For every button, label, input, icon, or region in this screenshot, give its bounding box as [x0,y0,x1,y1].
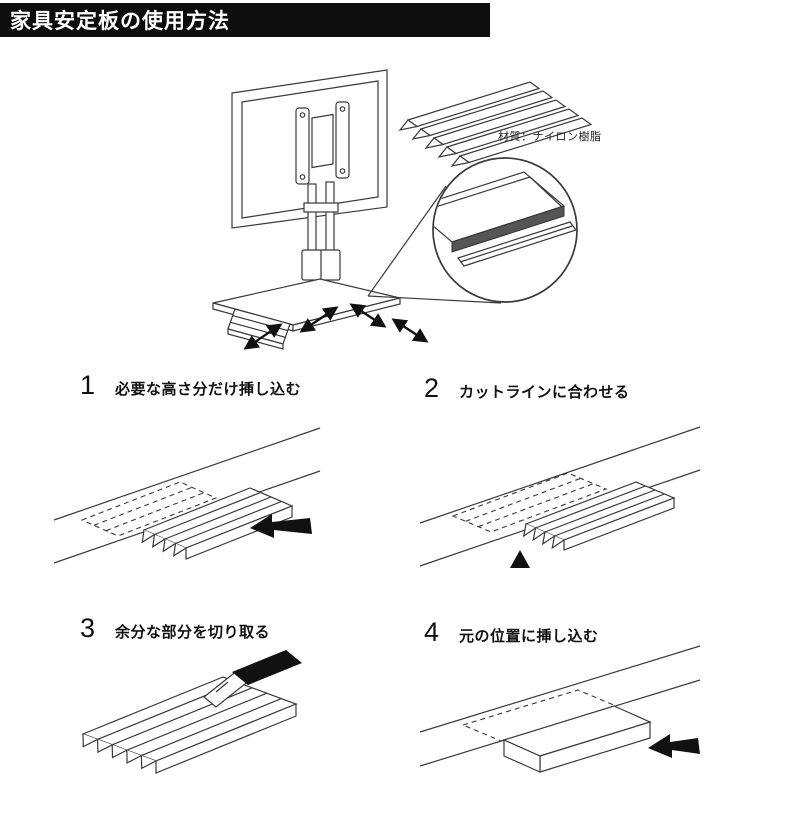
stand-column-illustration [301,181,341,281]
step-2-heading: 2 カットラインに合わせる [424,375,630,402]
step-1-heading: 1 必要な高さ分だけ挿し込む [80,372,301,399]
step-4-heading: 4 元の位置に挿し込む [424,619,599,646]
tv-illustration [231,69,388,229]
page-title-bar: 家具安定板の使用方法 [0,3,490,37]
step-2-illustration [419,426,701,568]
step-3-heading: 3 余分な部分を切り取る [80,615,270,642]
cut-plate-illustration [502,705,652,773]
magnified-detail-illustration [367,157,578,304]
step-3-caption: 余分な部分を切り取る [115,624,271,641]
utility-knife-icon [203,650,302,708]
step-1-number: 1 [80,370,96,400]
hidden-plate-outline [451,472,608,533]
assembly-overview-illustration [212,69,593,350]
step-4-number: 4 [424,617,440,647]
insert-arrow-icon [250,514,312,538]
hidden-plate-outline [80,481,218,537]
step-4-caption: 元の位置に挿し込む [459,628,599,645]
stabilizer-plate-illustration [522,481,676,551]
step-1-caption: 必要な高さ分だけ挿し込む [115,381,302,398]
step-3-illustration [81,650,302,774]
step-2-number: 2 [424,373,440,403]
stabilizer-plate-product-illustration [398,81,593,167]
material-label: 材質：ナイロン樹脂 [498,131,602,143]
insertion-direction-arrows [243,303,429,350]
insert-arrow-icon [648,734,700,758]
step-4-illustration [419,645,701,773]
step-3-number: 3 [80,613,96,643]
cut-line-marker-icon [510,550,530,568]
step-2-caption: カットラインに合わせる [459,384,630,401]
stabilizer-plate-illustration [81,676,298,774]
page-title: 家具安定板の使用方法 [10,10,230,33]
step-1-illustration [53,427,321,564]
